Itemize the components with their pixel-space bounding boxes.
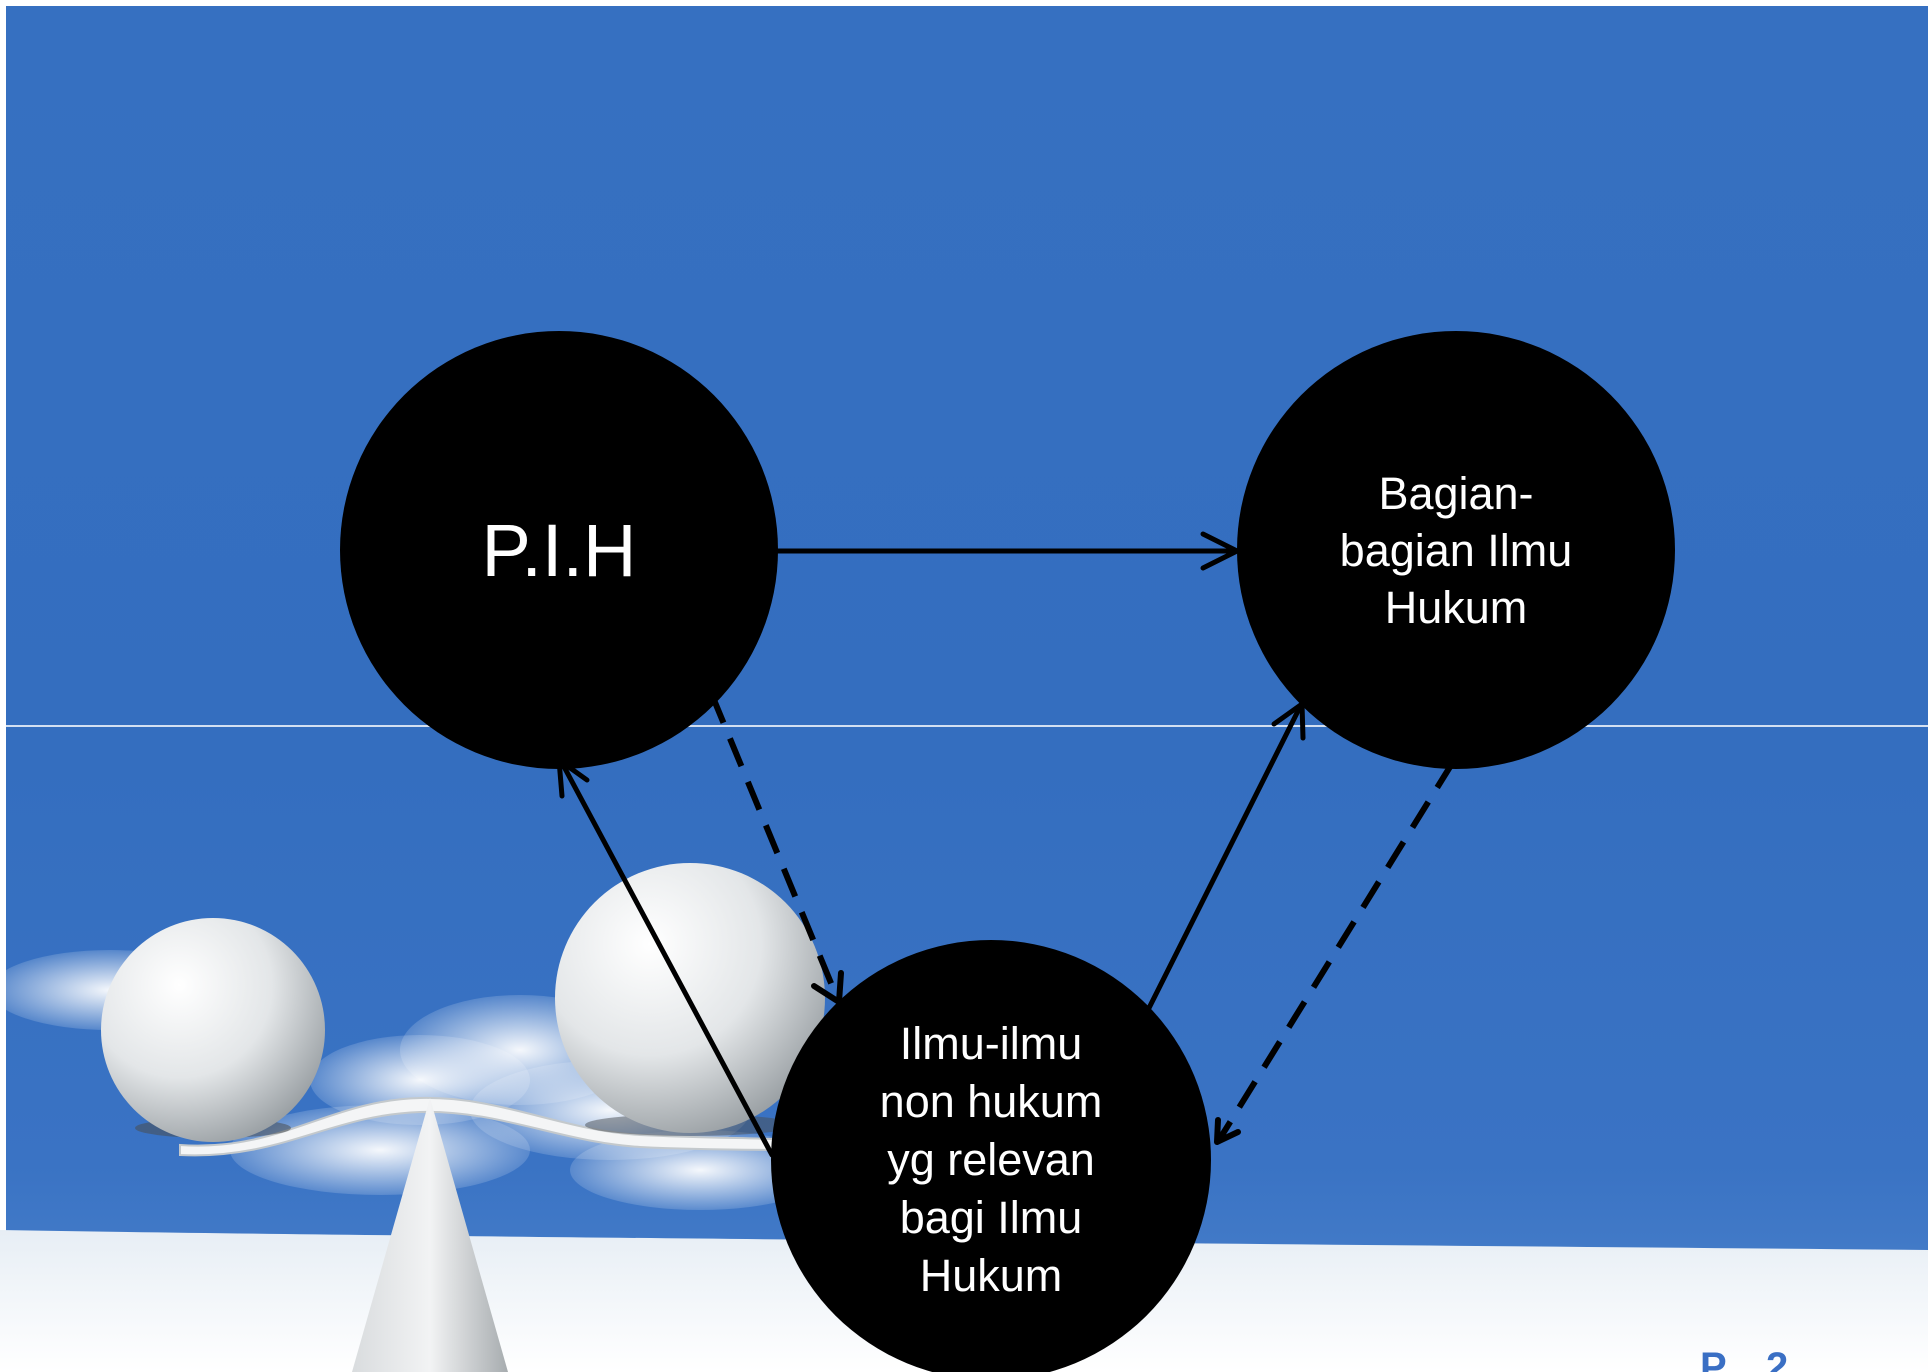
node-bagian <box>1237 331 1675 769</box>
slide-left-border <box>0 0 6 1372</box>
slide-top-border <box>0 0 1928 6</box>
node-bagian-label: Bagian- bagian Ilmu Hukum <box>1339 467 1573 633</box>
edge-nonhukum-to-pih <box>559 760 775 1158</box>
diagram-edges <box>556 531 1456 1158</box>
edge-nonhukum-to-bagian <box>1144 704 1303 1015</box>
edge-bagian-to-nonhukum <box>1216 760 1456 1142</box>
arrowhead-pih-to-bagian <box>1200 531 1240 571</box>
horizontal-divider <box>6 725 1928 727</box>
balance-decoration <box>101 863 825 1372</box>
edge-pih-to-nonhukum <box>709 693 841 1002</box>
node-nonhukum <box>771 940 1211 1372</box>
arrowhead-bagian-to-nonhukum <box>1214 1117 1241 1145</box>
node-pih <box>340 331 778 769</box>
node-nonhukum-label: Ilmu-ilmu non hukum yg relevan bagi Ilmu… <box>879 1018 1103 1301</box>
page-label: P... 2 <box>1700 1345 1789 1372</box>
node-pih-label: P.I.H <box>481 508 637 592</box>
